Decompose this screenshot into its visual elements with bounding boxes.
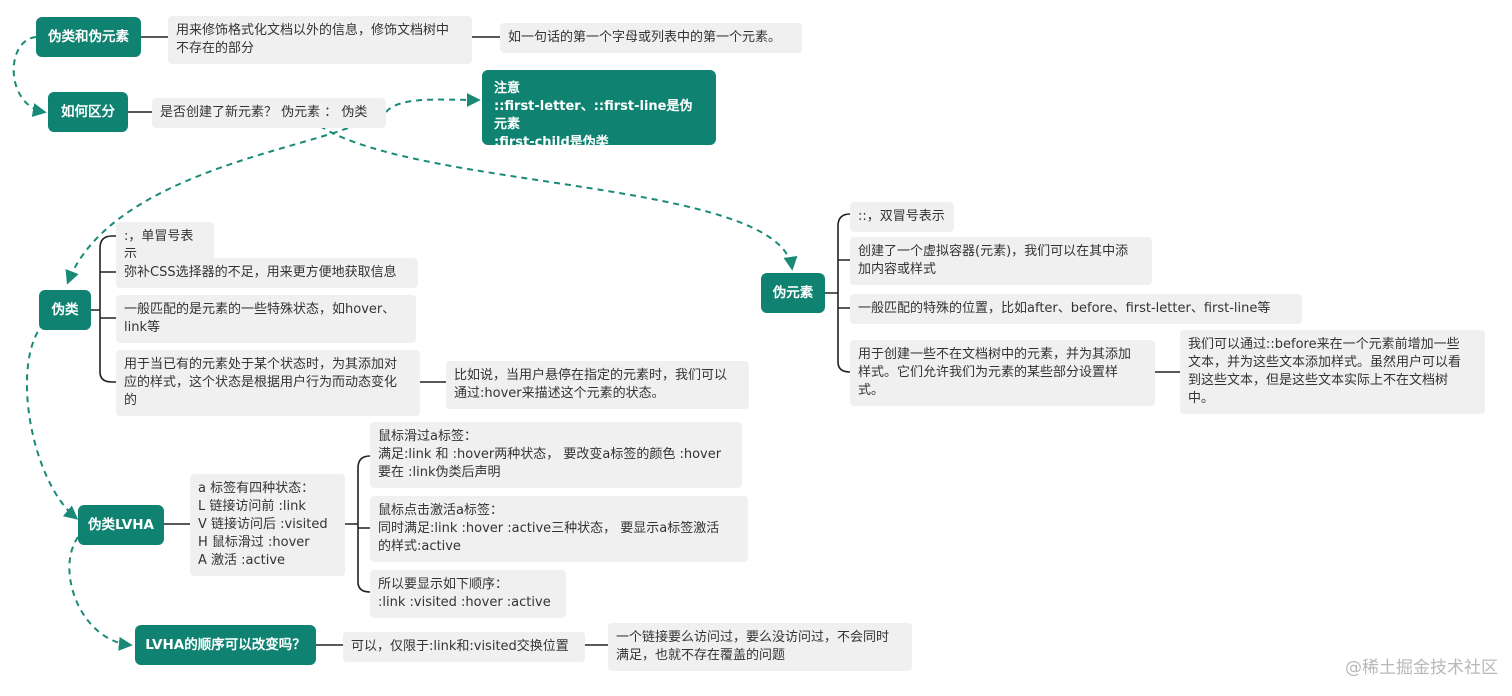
pseudo-element-item[interactable]: 用于创建一些不在文档树中的元素，并为其添加 样式。它们允许我们为元素的某些部分设…	[850, 340, 1155, 406]
lvha-detail[interactable]: 鼠标滑过a标签： 满足:link 和 :hover两种状态， 要改变a标签的颜色…	[370, 422, 742, 488]
node-lvha[interactable]: 伪类LVHA	[78, 505, 164, 545]
pseudo-class-item[interactable]: 用于当已有的元素处于某个状态时，为其添加对 应的样式，这个状态是根据用户行为而动…	[116, 350, 420, 416]
node-how-to-distinguish[interactable]: 如何区分	[48, 92, 128, 132]
dashed-arrow	[65, 123, 359, 285]
lvha-states[interactable]: a 标签有四种状态： L 链接访问前 :link V 链接访问后 :visite…	[190, 474, 345, 576]
pseudo-element-item[interactable]: 创建了一个虚拟容器(元素)，我们可以在其中添 加内容或样式	[850, 237, 1152, 285]
connector	[345, 455, 371, 593]
dashed-arrow	[26, 322, 79, 520]
connector	[825, 213, 851, 373]
pseudo-element-item[interactable]: ::，双冒号表示	[850, 202, 954, 232]
dashed-arrow	[12, 36, 47, 117]
pseudo-class-item[interactable]: 弥补CSS选择器的不足，用来更方便地获取信息	[116, 258, 418, 288]
node-pseudo-class-and-element[interactable]: 伪类和伪元素	[36, 17, 141, 57]
node-question[interactable]: 是否创建了新元素？ 伪元素 ： 伪类	[152, 98, 386, 128]
node-lvha-order-question[interactable]: LVHA的顺序可以改变吗？	[135, 625, 316, 665]
node-note[interactable]: 注意 ::first-letter、::first-line是伪元素 :firs…	[482, 70, 716, 150]
watermark: @稀土掘金技术社区	[1345, 658, 1498, 678]
order-answer[interactable]: 可以，仅限于:link和:visited交换位置	[343, 632, 585, 662]
node-pseudo-class[interactable]: 伪类	[39, 290, 91, 330]
lvha-detail[interactable]: 所以要显示如下顺序： :link :visited :hover :active	[370, 570, 566, 618]
lvha-detail[interactable]: 鼠标点击激活a标签： 同时满足:link :hover :active三种状态，…	[370, 496, 748, 562]
dashed-arrow	[319, 125, 798, 271]
pseudo-element-example[interactable]: 我们可以通过::before来在一个元素前增加一些 文本，并为这些文本添加样式。…	[1180, 330, 1485, 414]
dashed-arrow	[68, 536, 133, 651]
connector	[91, 235, 116, 383]
node-pseudo-element[interactable]: 伪元素	[761, 273, 825, 313]
node-definition[interactable]: 用来修饰格式化文档以外的信息，修饰文档树中 不存在的部分	[168, 16, 472, 64]
pseudo-element-item[interactable]: 一般匹配的特殊的位置，比如after、before、first-letter、f…	[850, 294, 1302, 324]
pseudo-class-item[interactable]: 一般匹配的是元素的一些特殊状态，如hover、 link等	[116, 295, 416, 343]
dashed-arrow	[385, 92, 481, 113]
order-explanation[interactable]: 一个链接要么访问过，要么没访问过，不会同时 满足，也就不存在覆盖的问题	[608, 623, 912, 671]
node-definition-example[interactable]: 如一句话的第一个字母或列表中的第一个元素。	[500, 23, 802, 53]
pseudo-class-example[interactable]: 比如说，当用户悬停在指定的元素时，我们可以 通过:hover来描述这个元素的状态…	[446, 361, 749, 409]
